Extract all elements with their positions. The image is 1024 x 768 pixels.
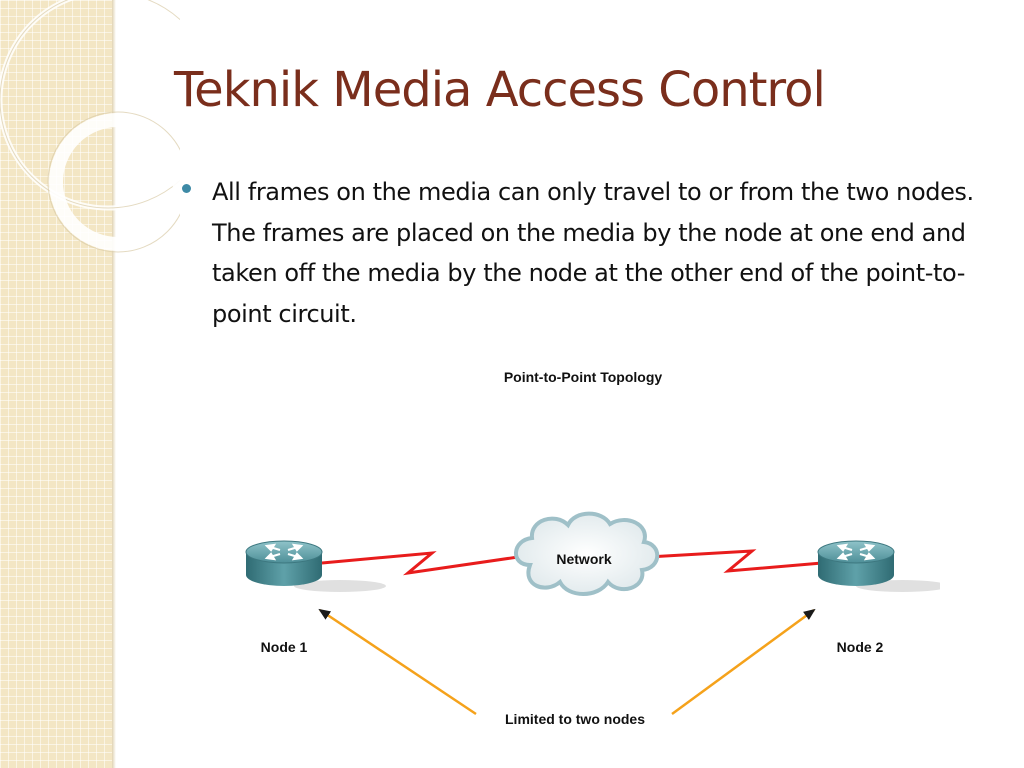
decorative-ring-large	[0, 0, 180, 211]
diagram-title: Point-to-Point Topology	[504, 369, 663, 385]
diagram-canvas: Point-to-Point Topology Network	[245, 369, 948, 727]
decorative-strip-edge	[112, 0, 116, 768]
serial-link-left	[321, 551, 519, 576]
decorative-circles	[0, 0, 180, 253]
serial-link-right	[647, 549, 823, 573]
slide-title: Teknik Media Access Control	[174, 62, 826, 118]
decorative-ring-large-outline	[0, 0, 180, 209]
arrow-to-node1	[318, 608, 477, 716]
bullet-marker	[182, 184, 191, 193]
network-label: Network	[556, 551, 611, 567]
node1-label: Node 1	[261, 639, 308, 655]
bullet-list: All frames on the media can only travel …	[182, 172, 992, 334]
router-icon-node2	[817, 540, 948, 592]
point-to-point-diagram: Point-to-Point Topology Network	[230, 360, 948, 740]
network-cloud-icon	[514, 511, 660, 596]
limited-nodes-label: Limited to two nodes	[505, 711, 645, 727]
decorative-ring-small	[49, 113, 180, 251]
node2-label: Node 2	[837, 639, 884, 655]
bullet-item: All frames on the media can only travel …	[212, 178, 974, 328]
router-icon-node1	[245, 540, 386, 592]
arrow-to-node2	[671, 608, 816, 716]
decorative-ring-small-outline	[47, 111, 180, 253]
